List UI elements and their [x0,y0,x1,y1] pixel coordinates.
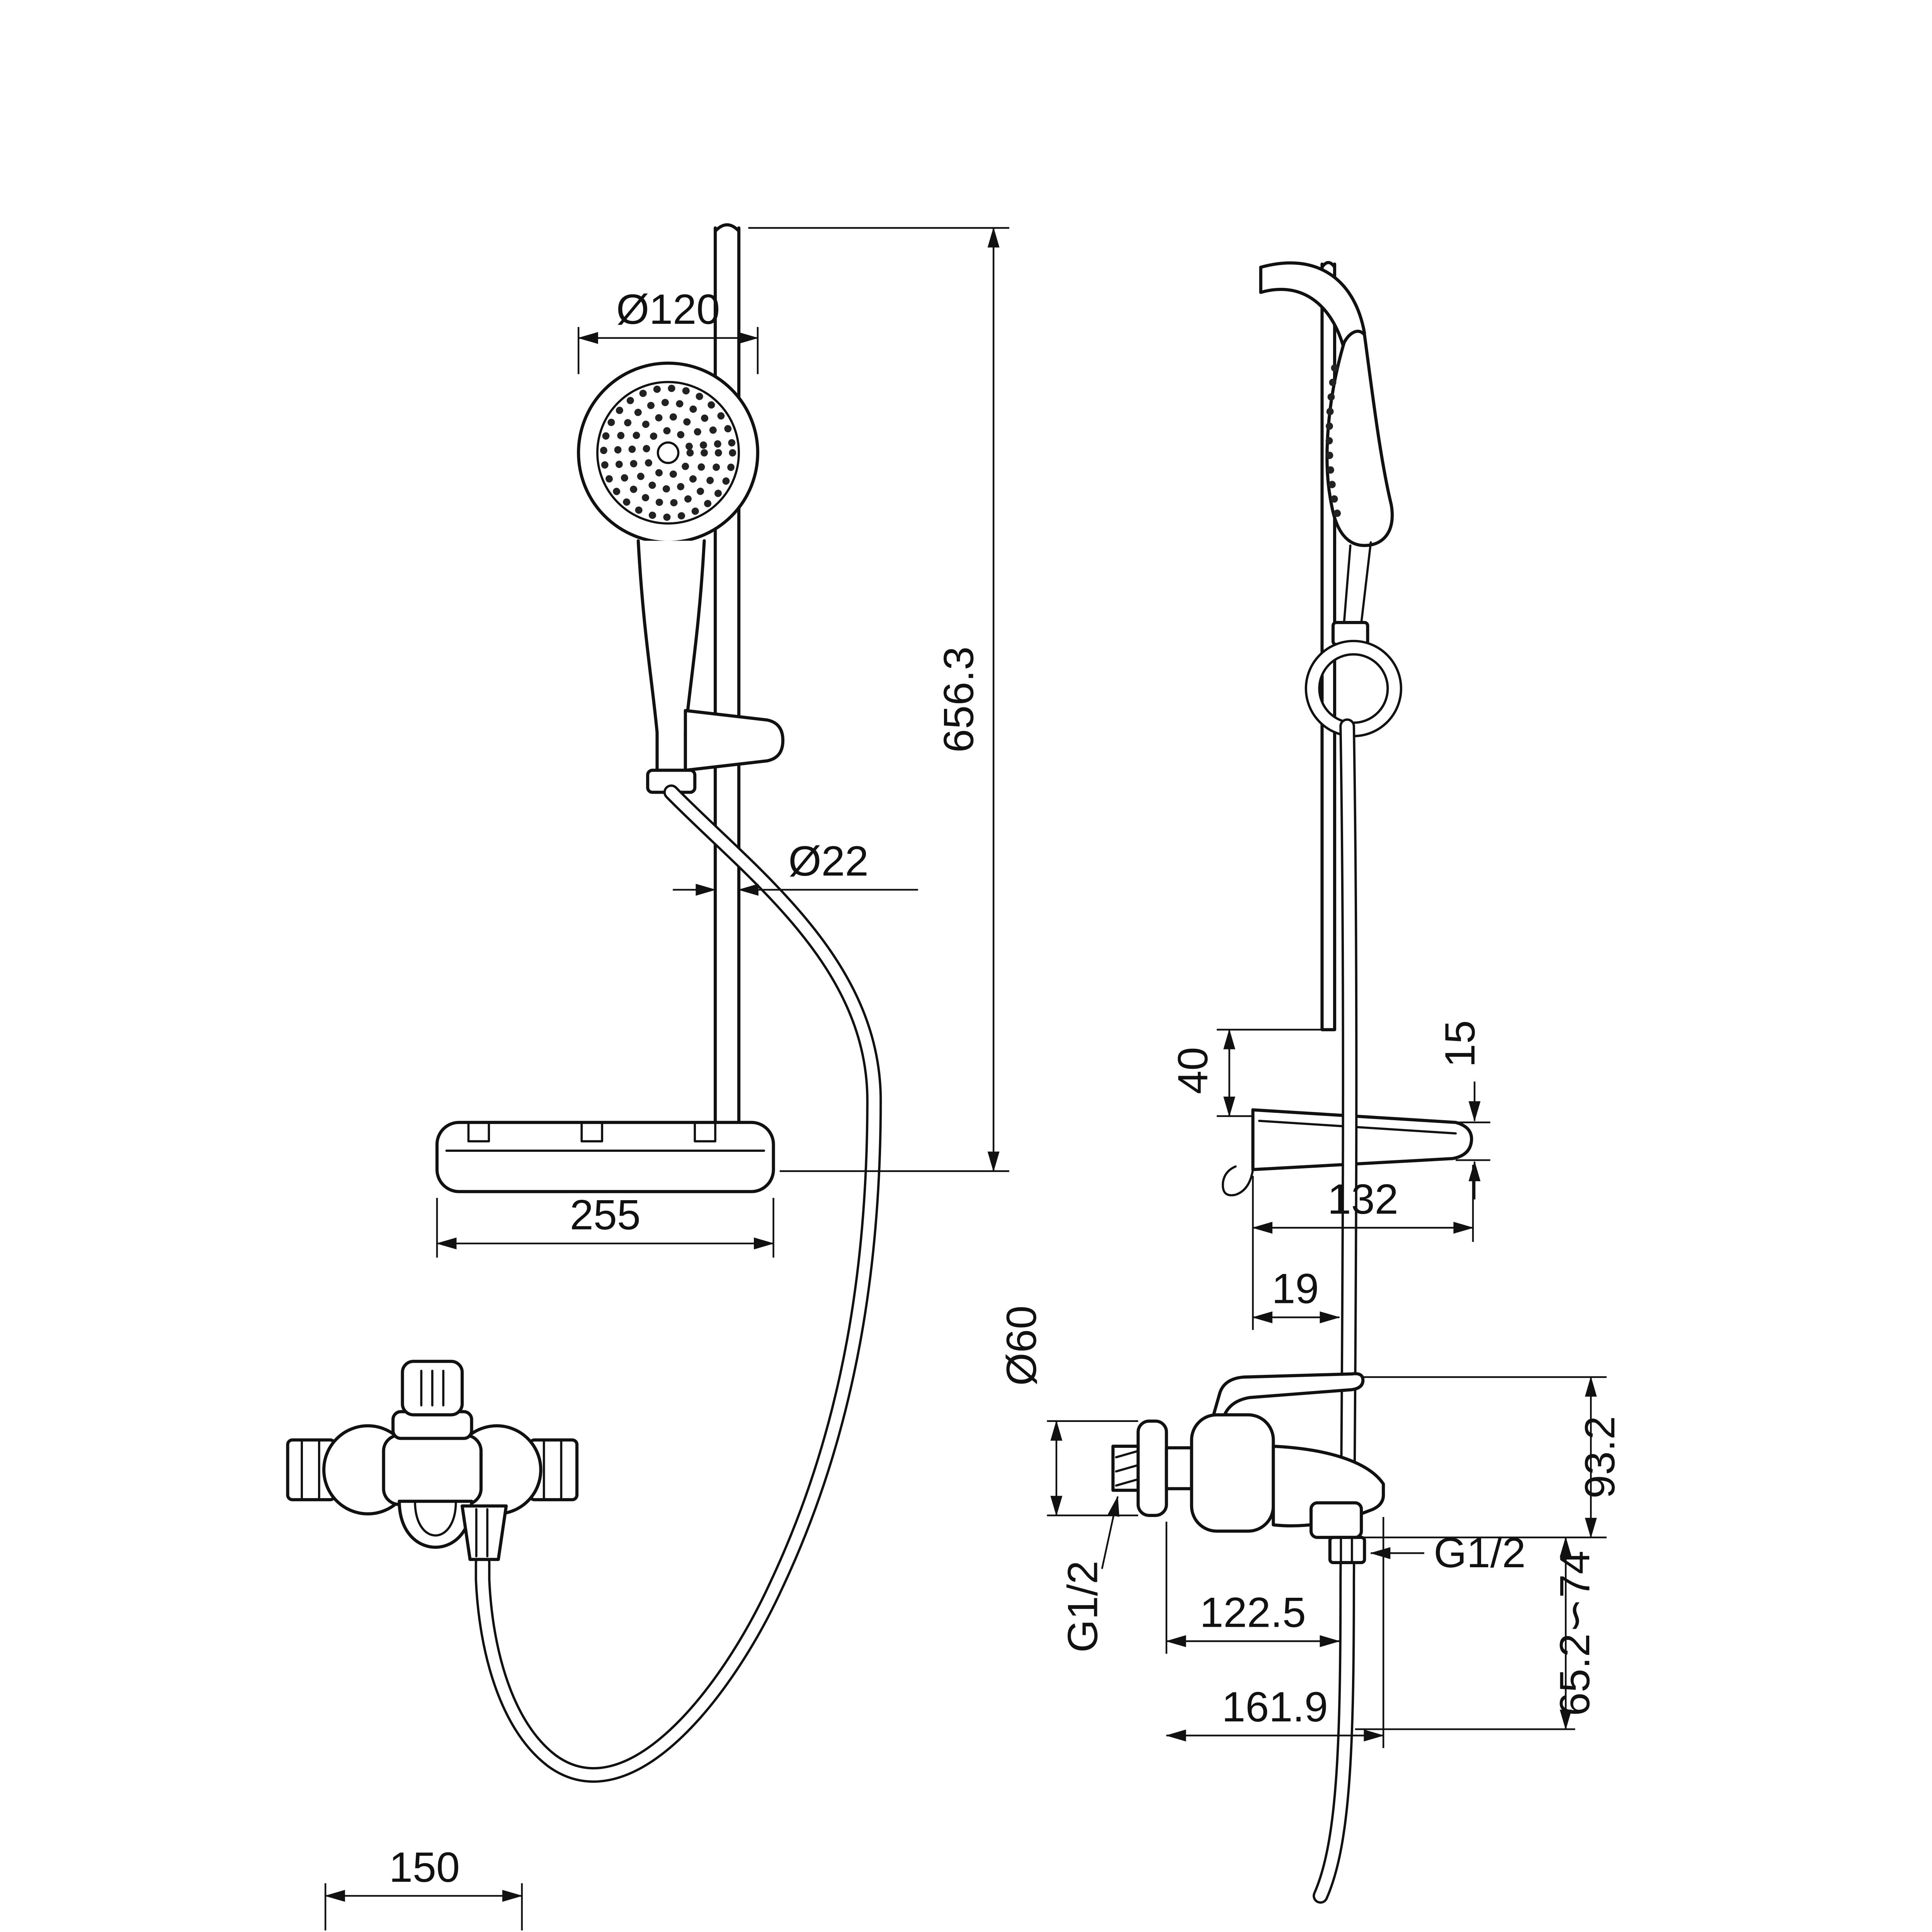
side-mixer-dimensions: Ø60 G1/2 93.2 G1/2 122.5 161.9 65.2∽74 [998,1306,1624,1748]
shower-head-rim [596,381,740,525]
dim-rail-to-shelf: 40 [1169,1047,1216,1094]
dim-inlet-spacing: 150 [389,1844,460,1891]
dim-overall-reach: 161.9 [1222,1684,1328,1731]
hose-outlet-nut [1328,1536,1366,1565]
lever-grip-lines [420,1369,445,1406]
mixer-body-side [1190,1413,1275,1533]
dim-drop-range: 65.2∽74 [1551,1551,1599,1716]
lever-side [1212,1372,1365,1417]
rail-slider-holder [684,709,785,772]
dim-shelf-width: 255 [570,1191,641,1238]
hose-nut-front [461,1504,508,1561]
dim-outlet-thread: G1/2 [1434,1529,1526,1577]
dim-wall-offset: 19 [1272,1265,1319,1313]
dim-shelf-depth: 132 [1328,1176,1398,1223]
spray-nozzles-ring1 [600,384,736,521]
shelf-notch [467,1121,490,1143]
dim-tube-diameter: Ø22 [788,838,869,885]
spray-face-side [1325,364,1343,526]
dim-body-height: 93.2 [1577,1416,1624,1498]
shelf-hook [1221,1165,1254,1196]
hose-loop [1307,642,1400,735]
shelf-notch [580,1121,604,1143]
hose-vertical [1315,721,1355,1901]
spray-nozzles-ring2 [614,399,722,507]
shelf-side [1251,1108,1473,1171]
side-rail-view [1111,261,1473,1904]
union-nut-left-facets [301,1439,320,1501]
neck-side [1165,1446,1193,1490]
flange-side [1136,1419,1168,1517]
front-rail-view [435,223,882,1783]
spout-front [398,1500,473,1549]
dim-shelf-thickness: 15 [1437,1020,1484,1067]
shower-hose [477,787,880,1781]
front-mixer-view [286,1360,579,1561]
front-rail-dimensions: Ø120 Ø22 255 656.3 [436,227,1009,1258]
dim-spout-reach: 122.5 [1200,1589,1306,1636]
dim-rail-height: 656.3 [935,646,982,753]
handle-lower-side [1343,541,1372,624]
spout-front-inner [414,1500,457,1537]
shelf-front [435,1121,775,1193]
top-mixer-dimensions: 150 178.9 [324,1844,523,1930]
spray-center [656,441,680,464]
side-rail-dimensions: 40 15 132 19 [1169,1020,1490,1330]
mixer-body-front [382,1434,483,1506]
hose-outlet-nut-lines [1340,1536,1353,1564]
spout-outlet [1309,1501,1363,1539]
union-nut-right-facets [543,1439,563,1501]
thread-hatch [1115,1450,1139,1487]
dim-inlet-thread: G1/2 [1060,1561,1107,1653]
dim-head-diameter: Ø120 [616,286,720,333]
hose-nut-front-lines [475,1508,489,1558]
spray-nozzles-ring3 [628,413,708,493]
dim-flange-diameter: Ø60 [998,1306,1045,1386]
shower-rail [714,223,741,1124]
spray-nozzles-ring4 [642,427,694,478]
mixer-side [1111,1372,1385,1565]
shelf-notch [694,1121,716,1143]
